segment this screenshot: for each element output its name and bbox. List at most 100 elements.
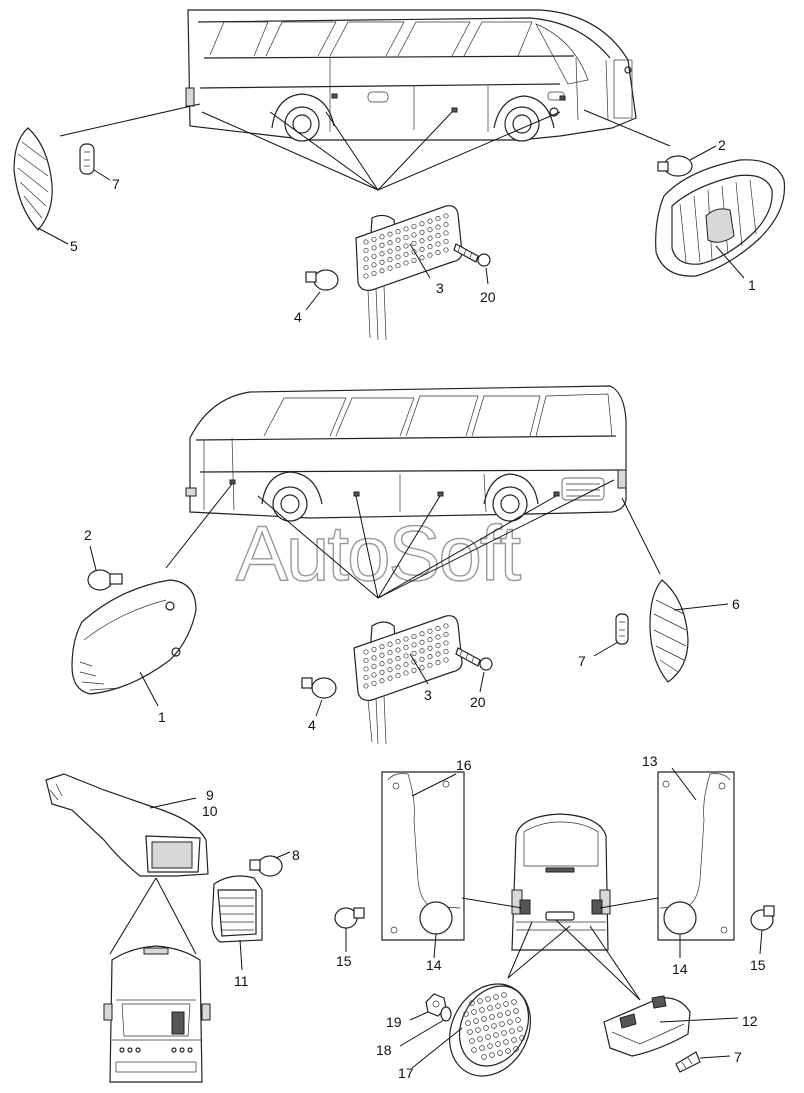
lens-dot [419,238,425,244]
lens-dot [443,213,449,219]
reflector-dot [485,1034,491,1040]
lens-dot [435,626,441,632]
lens-dot [427,628,433,634]
lens-dot [403,636,409,642]
lens-dot [411,223,417,229]
lens-dot [371,672,377,678]
reflector-dot [511,1037,517,1043]
lens-dot [435,250,441,256]
lens-dot [395,639,401,645]
leader-lines-middle [165,479,661,599]
lens-dot [363,256,369,262]
lens-dot [411,249,417,255]
lens-dot [379,268,385,274]
callout-8: 8 [292,847,300,863]
lens-dot [435,224,441,230]
lens-dot [403,226,409,232]
lens-dot [435,651,441,657]
lens-dot [443,623,449,629]
reflector-dot [481,1016,487,1022]
lens-dot [411,633,417,639]
reflector-dot [477,998,483,1004]
lens-dot [371,655,377,661]
lens-dot [395,254,401,260]
lens-dot [363,264,369,271]
lens-dot [435,233,441,239]
lens-dot [443,230,449,236]
lens-dot [395,664,401,670]
lens-dot [379,669,385,675]
callout-1-top: 1 [748,277,756,293]
lens-dot [419,255,425,261]
festoon-bulb-7-top [79,143,111,181]
lens-dot [379,652,385,658]
callout-14-left: 14 [426,957,442,973]
lens-dot [443,648,449,655]
lens-dot [403,260,409,266]
callout-3-middle: 3 [424,687,432,703]
lens-dot [443,238,449,245]
callout-10: 10 [202,803,218,819]
license-plate-lamp-11 [211,875,263,971]
lens-dot [395,246,401,252]
lens-dot [387,240,393,246]
lens-dot [427,654,433,660]
reflector-dot [493,1032,499,1038]
lens-dot [371,663,377,669]
lens-dot [443,631,449,638]
lens-dot [435,241,441,247]
washer-18 [399,1006,452,1047]
reflector-dot [497,1050,503,1056]
lens-dot [435,660,441,666]
reflector-dot [511,999,517,1005]
callout-3-top: 3 [436,280,444,296]
side-marker-lamp-3-middle [353,615,463,745]
callout-14-right: 14 [672,961,688,977]
reflector-dot [467,1029,473,1035]
lens-dot [387,667,393,673]
lens-dot [371,270,377,276]
lens-dot [363,674,369,681]
lens-dot [435,634,441,640]
bulb-2-top [657,145,717,177]
reflector-dot [471,1047,477,1053]
lens-dot [403,661,409,668]
lens-dot [387,641,393,647]
callout-11: 11 [234,973,249,989]
callout-20-top: 20 [480,289,496,305]
reflector-dot [469,1038,475,1044]
festoon-bulb-7-bottom [675,1051,731,1073]
lens-dot [371,646,377,652]
callout-20-middle: 20 [470,694,486,710]
lens-dot [403,251,409,258]
reflector-dot [509,1028,515,1034]
reflector-dots [463,992,525,1060]
lens-dot [395,237,401,243]
reflector-dot [495,1041,501,1047]
reflector-dot [493,994,499,1000]
side-marker-lens-5 [13,127,69,245]
lens-dot [363,657,369,664]
lens-dot [371,680,377,686]
lens-dot [395,647,401,653]
bulb-2-middle [87,545,123,591]
lens-dot [427,252,433,258]
lens-dot [363,666,369,672]
watermark-text: AutoSoft [236,509,522,597]
lens-dot [427,235,433,241]
reflector-dot [479,1007,485,1013]
lens-dot [403,653,409,659]
callout-19: 19 [386,1014,402,1030]
lens-dot [379,661,385,667]
bus-rear-view [461,813,659,1001]
lens-dot [435,643,441,649]
reflector-dot [463,1011,469,1017]
reflector-dot [515,1017,521,1023]
screw-20-top [453,243,491,285]
reflector-dot [471,1009,477,1015]
lens-dot [443,247,449,253]
marker-lens-dots-top [363,213,449,279]
lens-dot [419,665,425,671]
reflector-dot [499,1021,505,1027]
